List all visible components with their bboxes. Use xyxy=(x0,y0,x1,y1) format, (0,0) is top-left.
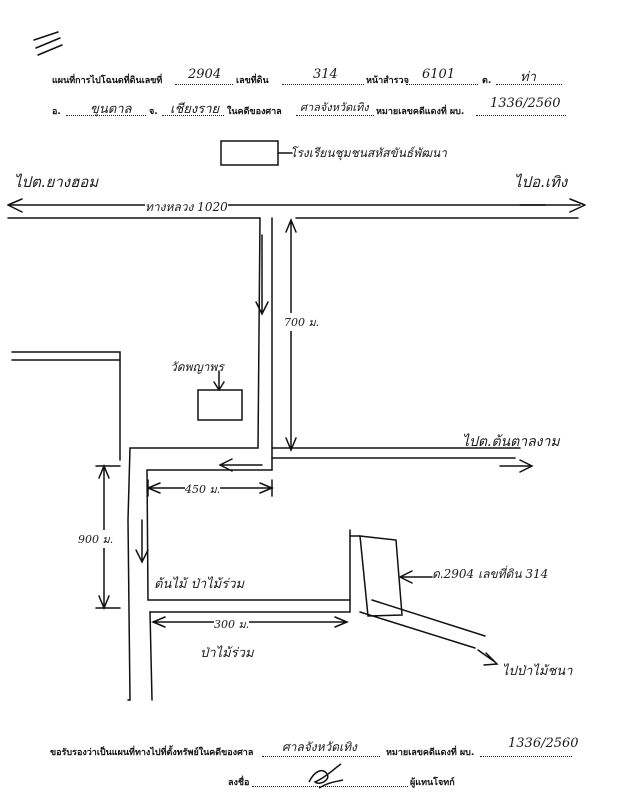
road-west-edge xyxy=(127,217,261,701)
footer-case-no: 1336/2560 xyxy=(508,736,579,751)
inner-road-left xyxy=(146,469,351,601)
footer-label-sign: ลงชื่อ xyxy=(228,778,250,788)
footer-label-role: ผู้แทนโจทก์ xyxy=(410,778,455,788)
label-case: หมายเลขคดีแดงที่ ผบ. xyxy=(376,107,465,117)
school-box xyxy=(220,140,279,166)
label-court: ในคดีของศาล xyxy=(227,107,282,117)
inner-road-bottom xyxy=(149,529,351,613)
arrow-west xyxy=(7,198,23,213)
case-no: 1336/2560 xyxy=(490,96,561,111)
survey-page: 6101 xyxy=(422,67,456,82)
road-to-south xyxy=(359,599,486,649)
label-to-south: ไปป่าไม้ชนา xyxy=(502,664,573,679)
plot-shape xyxy=(359,535,403,617)
label-survey: หน้าสำรวจ xyxy=(366,76,409,86)
label-temple: วัดพญาพร xyxy=(170,360,224,374)
label-ricefield-bottom: ป่าไม้ร่วม xyxy=(200,646,254,661)
label-300m: 300 ม. xyxy=(214,615,250,633)
label-700m: 700 ม. xyxy=(284,313,320,331)
footer-label-case: หมายเลขคดีแดงที่ ผบ. xyxy=(386,748,475,758)
label-highway: ทางหลวง 1020 xyxy=(145,198,228,217)
label-ricefield-left: ต้นไม้ ป่าไม้ร่วม xyxy=(154,577,245,592)
label-map: แผนที่การไปโฉนดที่ดินเลขที่ xyxy=(52,76,163,86)
signature xyxy=(308,763,344,789)
court: ศาลจังหวัดเทิง xyxy=(300,101,369,114)
footer-cert: ขอรับรองว่าเป็นแผนที่ทางไปที่ตั้งทรัพย์ใ… xyxy=(50,748,254,758)
south-road xyxy=(149,611,153,701)
label-school: โรงเรียนชุมชนสหัสขันธ์พัฒนา xyxy=(290,146,447,160)
label-to-right: ไปอ.เทิง xyxy=(514,173,568,191)
amphoe: ขุนตาล xyxy=(90,102,132,117)
arrow-east xyxy=(569,198,586,213)
label-to-left: ไปต.ยางฮอม xyxy=(14,173,99,191)
footer-court: ศาลจังหวัดเทิง xyxy=(282,740,357,754)
label-450m: 450 ม. xyxy=(185,480,221,498)
tambon: ท่า xyxy=(520,70,536,85)
label-plot: ด.2904 เลขที่ดิน 314 xyxy=(432,567,549,581)
west-road xyxy=(11,351,121,461)
road-east-edge xyxy=(271,217,516,459)
label-900m: 900 ม. xyxy=(78,530,114,548)
changwat: เชียงราย xyxy=(170,102,220,117)
land-no: 314 xyxy=(313,67,338,82)
label-tambon: ต. xyxy=(482,76,492,86)
label-amphoe: อ. xyxy=(52,107,61,117)
corner-marks xyxy=(33,31,63,56)
label-land-no: เลขที่ดิน xyxy=(236,76,269,86)
label-to-east: ไปต.ต้นตาลงาม xyxy=(462,434,560,450)
temple-box xyxy=(197,389,243,421)
label-changwat: จ. xyxy=(149,107,158,117)
deed-no: 2904 xyxy=(188,67,222,82)
